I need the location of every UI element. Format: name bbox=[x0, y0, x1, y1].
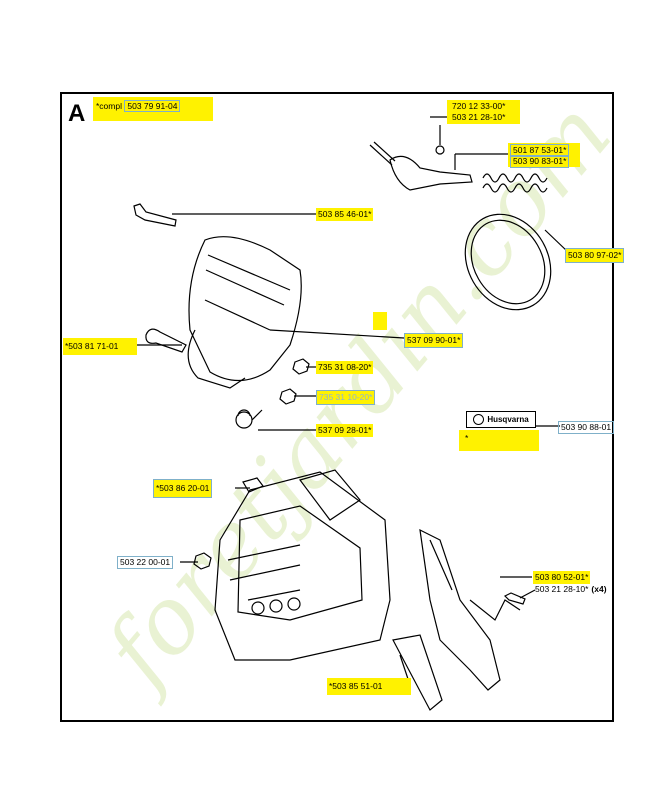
part-503-22-00: 503 22 00-01 bbox=[117, 556, 174, 569]
part-503-81-71: *503 81 71-01 bbox=[63, 338, 137, 355]
husqvarna-decal-text: Husqvarna bbox=[487, 415, 529, 424]
compl-prefix: *compl bbox=[96, 101, 122, 111]
part-503-86-20: *503 86 20-01 bbox=[153, 479, 213, 498]
part-503-21-28-bottom-number: 503 21 28-10* bbox=[535, 584, 589, 594]
part-503-21-28-bottom: 503 21 28-10*(x4) bbox=[535, 584, 607, 595]
badge-highlight bbox=[459, 430, 539, 451]
part-537-09-28: 537 09 28-01* bbox=[316, 424, 374, 437]
label-compl-highlight bbox=[93, 97, 213, 121]
part-720-12-33: 720 12 33-00* bbox=[452, 101, 506, 111]
part-503-21-28-top: 503 21 28-10* bbox=[452, 112, 506, 122]
label-720-highlight bbox=[447, 100, 520, 124]
part-735-31-08: 735 31 08-20* bbox=[316, 361, 374, 374]
part-735-31-10: 735 31 10-20* bbox=[316, 390, 376, 405]
decal-star: * bbox=[465, 433, 469, 443]
compl-label: *compl 503 79 91-04 bbox=[96, 100, 181, 112]
husqvarna-decal: Husqvarna bbox=[466, 411, 536, 428]
part-503-90-88: 503 90 88-01 bbox=[558, 421, 615, 434]
husqvarna-logo-icon bbox=[473, 414, 485, 425]
part-503-80-97: 503 80 97-02* bbox=[565, 248, 625, 263]
label-537-09-90-star bbox=[373, 312, 387, 330]
compl-part-number: 503 79 91-04 bbox=[124, 100, 181, 112]
part-503-80-52: 503 80 52-01* bbox=[533, 571, 591, 584]
diagram-frame bbox=[60, 92, 614, 722]
part-503-90-83: 503 90 83-01* bbox=[510, 155, 570, 168]
part-503-85-51: *503 85 51-01 bbox=[327, 678, 411, 695]
section-letter: A bbox=[68, 100, 86, 127]
part-501-87-53: 501 87 53-01* bbox=[510, 144, 570, 157]
part-503-85-46: 503 85 46-01* bbox=[316, 208, 374, 221]
quantity-x4: (x4) bbox=[591, 584, 607, 594]
part-537-09-90: 537 09 90-01* bbox=[404, 333, 464, 348]
